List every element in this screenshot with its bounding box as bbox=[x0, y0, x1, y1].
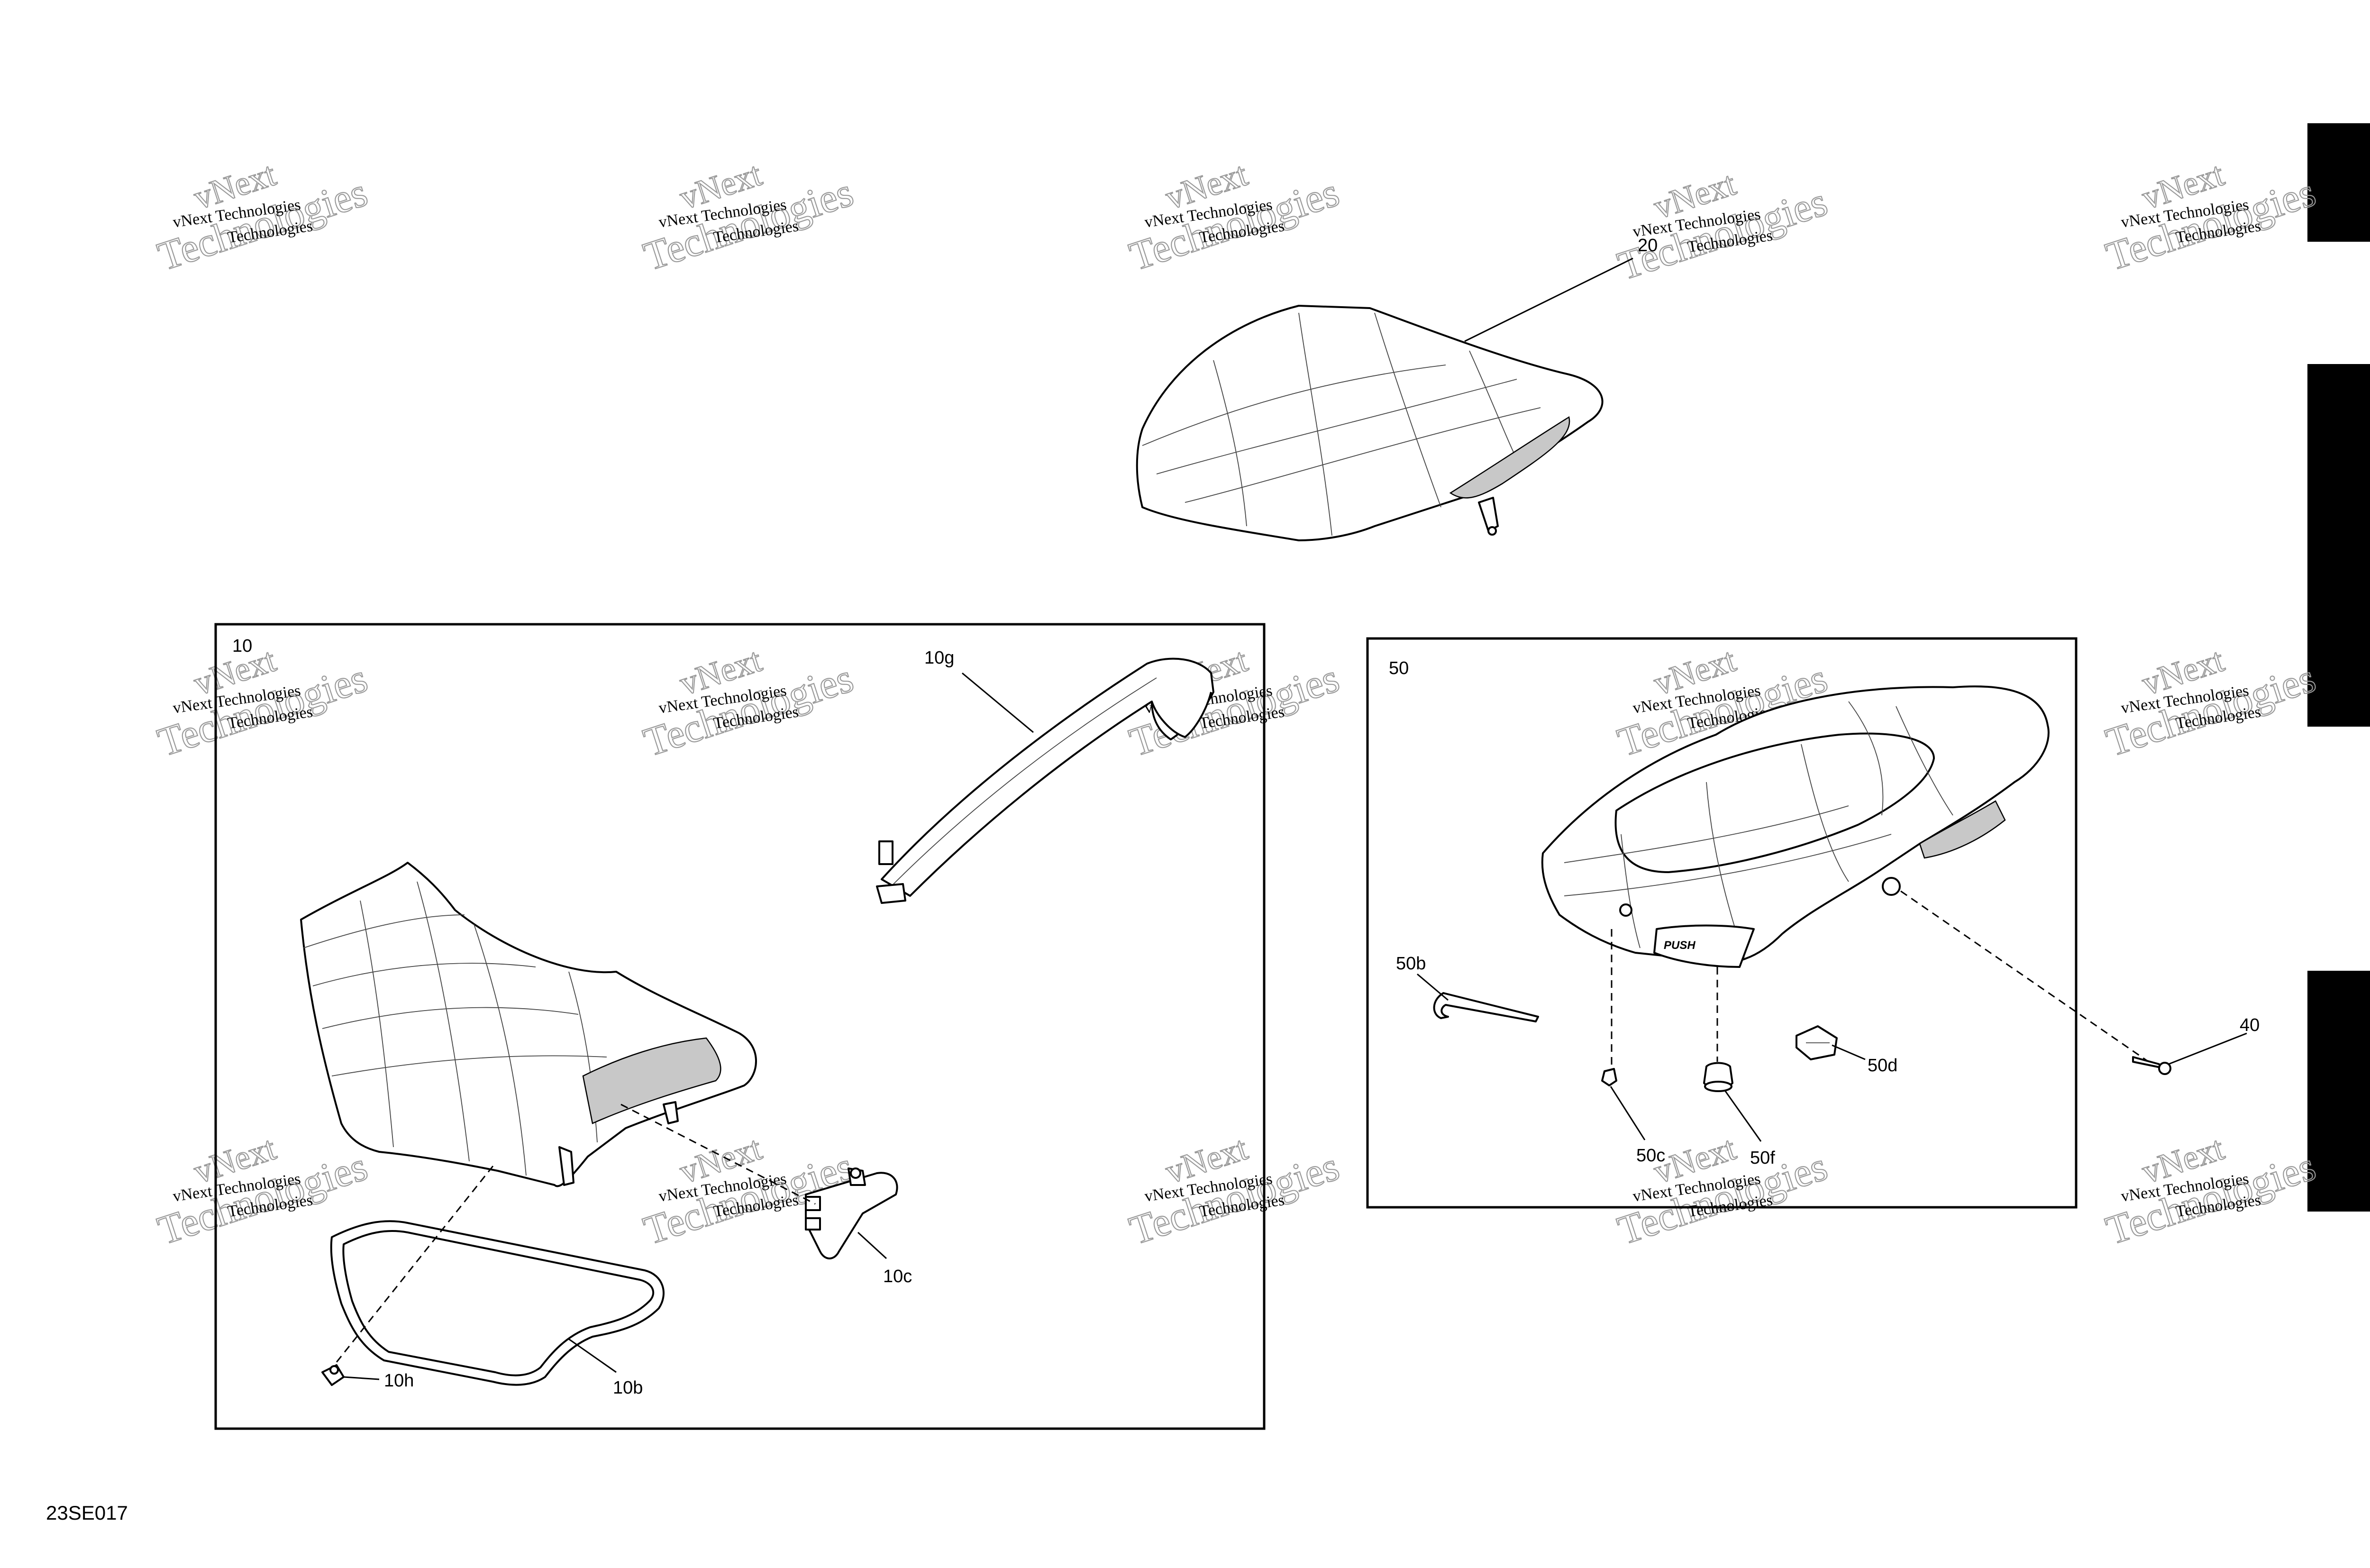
dash-50-to-40 bbox=[1900, 890, 2148, 1062]
section-tab-top bbox=[2307, 123, 2370, 242]
part-10c-latch[interactable] bbox=[805, 1167, 898, 1259]
part-20-seat-cover[interactable] bbox=[1136, 305, 1604, 541]
callout-40[interactable]: 40 bbox=[2240, 1015, 2260, 1035]
callout-10c[interactable]: 10c bbox=[883, 1267, 912, 1286]
callout-50d[interactable]: 50d bbox=[1868, 1056, 1897, 1076]
part-50f-grommet[interactable] bbox=[1703, 1062, 1733, 1092]
watermark: Technologies vNext vNext Technologies Te… bbox=[152, 155, 373, 280]
leader-50d bbox=[1832, 1044, 1866, 1060]
watermark: Technologies vNext vNext Technologies Te… bbox=[2100, 155, 2321, 280]
dash-10-to-10c bbox=[620, 1103, 816, 1205]
watermark: Technologies vNext vNext Technologies Te… bbox=[1612, 164, 1833, 290]
watermark: Technologies vNext vNext Technologies Te… bbox=[2100, 1129, 2321, 1254]
section-tab-bottom bbox=[2307, 971, 2370, 1212]
watermark: Technologies vNext vNext Technologies Te… bbox=[152, 640, 373, 766]
figure-code: 23SE017 bbox=[46, 1502, 128, 1524]
dash-10-to-10h bbox=[333, 1166, 494, 1366]
part-50-storage-tray[interactable]: PUSH bbox=[1541, 685, 2050, 968]
push-logo-text: PUSH bbox=[1664, 939, 1695, 952]
watermark: Technologies vNext vNext Technologies Te… bbox=[1123, 1129, 1345, 1254]
group-10-label: 10 bbox=[232, 636, 252, 656]
section-tab-middle bbox=[2307, 364, 2370, 727]
callout-20[interactable]: 20 bbox=[1638, 236, 1658, 255]
callout-10h[interactable]: 10h bbox=[384, 1371, 414, 1391]
watermark: Technologies vNext vNext Technologies Te… bbox=[638, 640, 859, 766]
leader-50c bbox=[1610, 1086, 1646, 1140]
part-10g-strap[interactable] bbox=[876, 657, 1214, 904]
leader-10c bbox=[857, 1231, 887, 1259]
callout-10g[interactable]: 10g bbox=[924, 648, 954, 668]
callout-50b[interactable]: 50b bbox=[1396, 954, 1426, 974]
leader-50f bbox=[1724, 1091, 1762, 1142]
watermark: Technologies vNext vNext Technologies Te… bbox=[1612, 1129, 1833, 1254]
leader-10b bbox=[568, 1338, 617, 1373]
part-10b-seal[interactable] bbox=[330, 1220, 665, 1386]
watermark: Technologies vNext vNext Technologies Te… bbox=[638, 155, 859, 280]
leader-10h bbox=[343, 1376, 380, 1380]
callout-50f[interactable]: 50f bbox=[1750, 1148, 1775, 1168]
watermark: Technologies vNext vNext Technologies Te… bbox=[2100, 640, 2321, 766]
callout-10b[interactable]: 10b bbox=[613, 1378, 643, 1398]
part-10h-clip[interactable] bbox=[321, 1364, 345, 1386]
group-50-frame bbox=[1366, 637, 2078, 1209]
callout-50c[interactable]: 50c bbox=[1636, 1146, 1665, 1166]
watermark: Technologies vNext vNext Technologies Te… bbox=[1123, 155, 1345, 280]
part-50b-pin[interactable] bbox=[1433, 992, 1539, 1022]
leader-10g bbox=[962, 672, 1034, 733]
leader-50b bbox=[1417, 973, 1449, 1001]
part-50c-nut[interactable] bbox=[1601, 1068, 1617, 1086]
group-10-frame bbox=[214, 623, 1266, 1430]
part-40-screw[interactable] bbox=[2132, 1056, 2171, 1075]
part-50d-bumper[interactable] bbox=[1796, 1025, 1838, 1060]
part-10-driver-seat[interactable] bbox=[300, 862, 757, 1187]
leader-40 bbox=[2168, 1032, 2247, 1065]
group-50-label: 50 bbox=[1389, 658, 1409, 678]
leader-20 bbox=[1464, 257, 1633, 342]
